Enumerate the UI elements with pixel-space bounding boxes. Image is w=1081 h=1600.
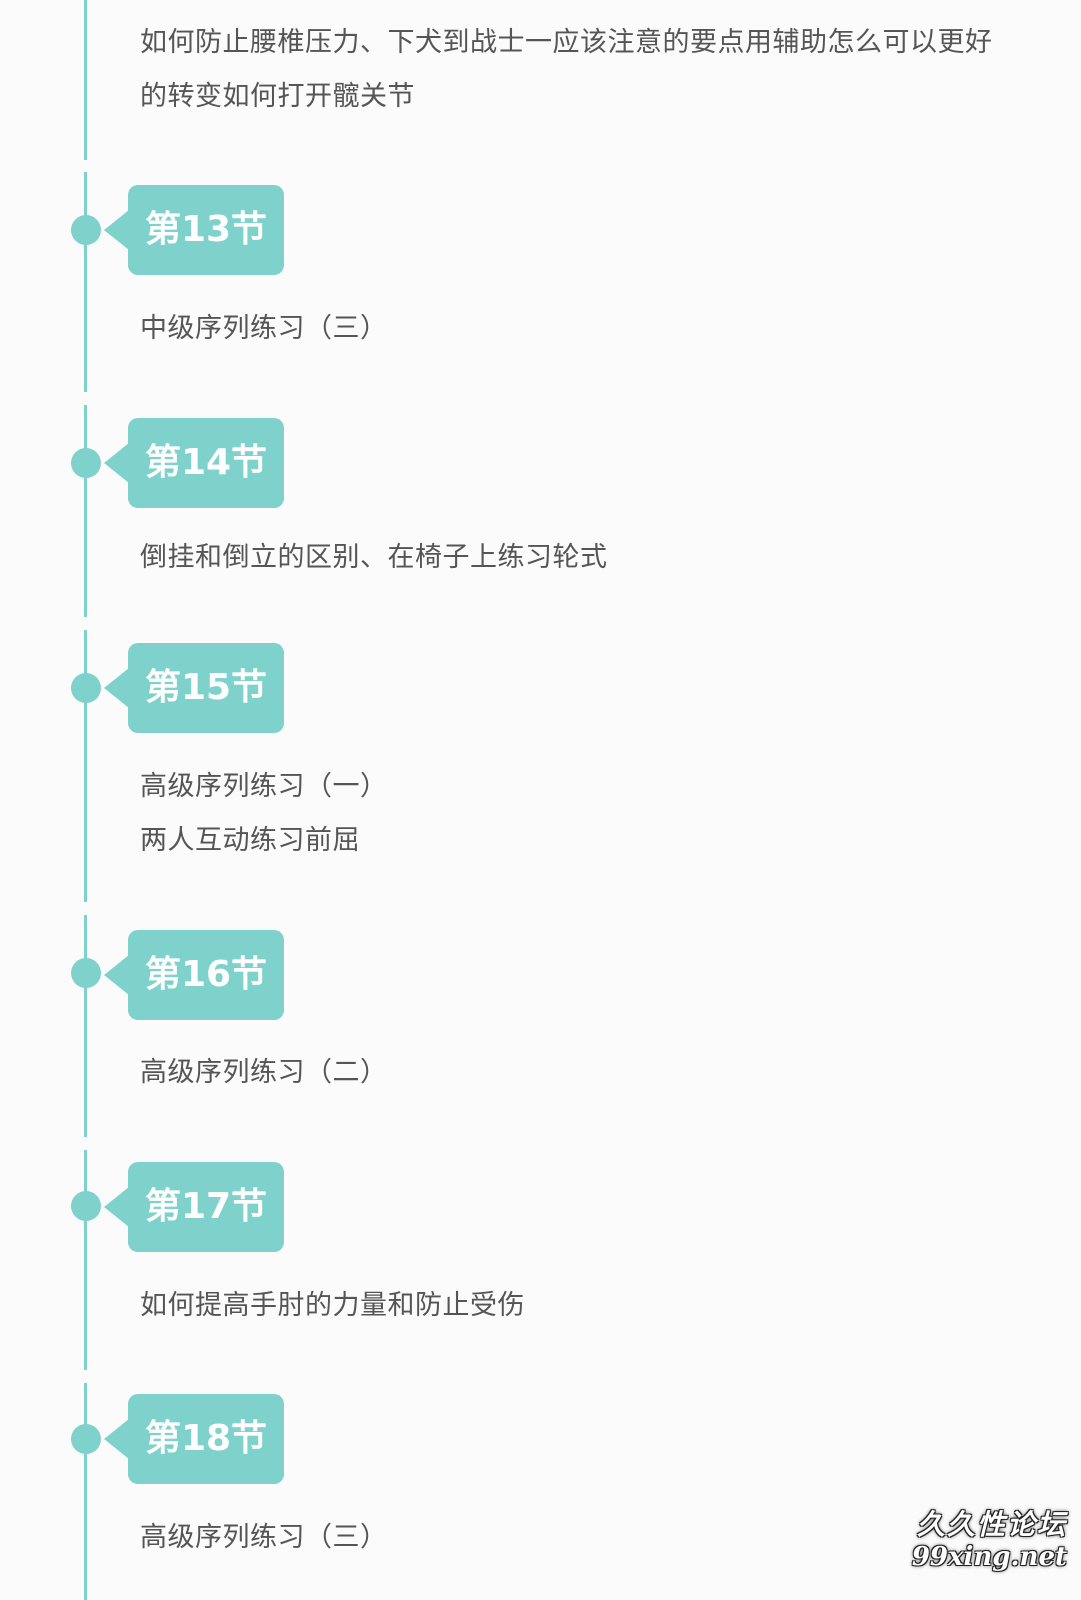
timeline-line	[84, 1383, 87, 1600]
timeline-dot	[71, 1191, 101, 1221]
intro-line: 的转变如何打开髋关节	[140, 81, 415, 112]
section-line: 如何提高手肘的力量和防止受伤	[140, 1290, 525, 1321]
section-description-16: 高级序列练习（二）	[140, 1046, 1051, 1100]
timeline-line	[84, 405, 87, 617]
timeline-line	[84, 0, 87, 160]
timeline-line	[84, 1150, 87, 1370]
section-badge-18: 第18节	[104, 1394, 284, 1484]
section-badge-13: 第13节	[104, 185, 284, 275]
intro-description: 如何防止腰椎压力、下犬到战士一应该注意的要点用辅助怎么可以更好 的转变如何打开髋…	[140, 16, 1051, 124]
timeline-dot	[71, 1424, 101, 1454]
section-line: 倒挂和倒立的区别、在椅子上练习轮式	[140, 542, 608, 573]
section-badge-14: 第14节	[104, 418, 284, 508]
section-description-14: 倒挂和倒立的区别、在椅子上练习轮式	[140, 531, 1051, 585]
section-description-18: 高级序列练习（三）	[140, 1511, 1051, 1565]
section-line: 高级序列练习（一）	[140, 771, 388, 802]
section-badge-17: 第17节	[104, 1162, 284, 1252]
section-line: 高级序列练习（三）	[140, 1522, 388, 1553]
timeline-dot	[71, 958, 101, 988]
section-line: 高级序列练习（二）	[140, 1057, 388, 1088]
timeline-line	[84, 630, 87, 902]
section-line: 中级序列练习（三）	[140, 313, 388, 344]
section-description-17: 如何提高手肘的力量和防止受伤	[140, 1279, 1051, 1333]
section-description-13: 中级序列练习（三）	[140, 302, 1051, 356]
intro-line: 如何防止腰椎压力、下犬到战士一应该注意的要点用辅助怎么可以更好	[140, 27, 993, 58]
watermark: 久久性论坛 99xing.net	[912, 1508, 1067, 1573]
timeline-line	[84, 172, 87, 392]
section-description-15: 高级序列练习（一） 两人互动练习前屈	[140, 760, 1051, 868]
watermark-en: 99xing.net	[911, 1541, 1067, 1572]
timeline-dot	[71, 448, 101, 478]
section-badge-15: 第15节	[104, 643, 284, 733]
watermark-cn: 久久性论坛	[916, 1508, 1067, 1541]
timeline-dot	[71, 215, 101, 245]
timeline-dot	[71, 673, 101, 703]
timeline-line	[84, 915, 87, 1137]
section-line: 两人互动练习前屈	[140, 825, 360, 856]
section-badge-16: 第16节	[104, 930, 284, 1020]
